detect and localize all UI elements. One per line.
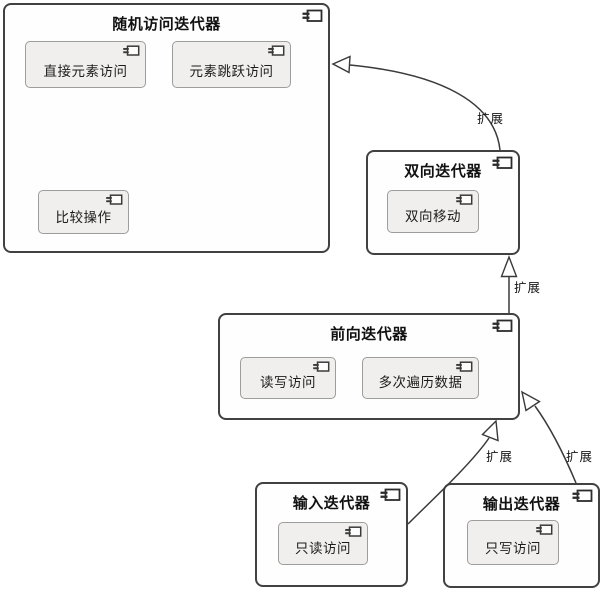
component-icon xyxy=(535,524,553,536)
subcomponent-label: 读写访问 xyxy=(260,375,316,391)
component-icon xyxy=(301,9,323,23)
subcomponent-label: 比较操作 xyxy=(55,210,112,226)
component-title: 前向迭代器 xyxy=(330,325,408,343)
edge-output-extends-forward xyxy=(520,390,577,484)
component-icon xyxy=(312,361,330,373)
edge-label-extends: 扩展 xyxy=(514,280,542,295)
component-title: 双向迭代器 xyxy=(404,162,482,180)
subcomponent-label: 直接元素访问 xyxy=(43,64,128,80)
component-title: 输入迭代器 xyxy=(292,494,371,512)
component-icon xyxy=(267,45,285,57)
component-title: 输出迭代器 xyxy=(482,495,561,513)
edge-label-extends: 扩展 xyxy=(486,449,514,464)
component-icon xyxy=(491,319,513,333)
component-icon xyxy=(491,156,513,170)
component-icon xyxy=(455,361,473,373)
component-output-iterator: 输出迭代器 只写访问 xyxy=(443,483,600,588)
subcomponent-label: 只读访问 xyxy=(295,541,351,557)
edge-label-extends: 扩展 xyxy=(566,449,594,464)
subcomponent-multi-pass-traverse: 多次遍历数据 xyxy=(362,357,479,399)
edge-forward-extends-bidirectional xyxy=(500,255,518,313)
component-input-iterator: 输入迭代器 只读访问 xyxy=(255,482,408,587)
subcomponent-label: 多次遍历数据 xyxy=(378,375,463,391)
component-icon xyxy=(122,45,140,57)
component-icon xyxy=(344,526,362,538)
subcomponent-label: 元素跳跃访问 xyxy=(189,64,274,80)
component-title: 随机访问迭代器 xyxy=(112,15,221,33)
subcomponent-read-only-access: 只读访问 xyxy=(278,522,368,565)
component-random-access-iterator: 随机访问迭代器 直接元素访问 元素跳跃访问 xyxy=(3,3,330,253)
component-icon xyxy=(379,488,401,502)
subcomponent-read-write-access: 读写访问 xyxy=(240,357,336,399)
component-icon xyxy=(571,489,593,503)
subcomponent-comparison-ops: 比较操作 xyxy=(38,190,129,234)
subcomponent-label: 只写访问 xyxy=(485,541,541,557)
component-bidirectional-iterator: 双向迭代器 双向移动 xyxy=(366,150,520,255)
subcomponent-label: 双向移动 xyxy=(405,209,461,225)
edge-bidirectional-extends-random-access xyxy=(331,55,501,151)
component-icon xyxy=(455,194,473,206)
subcomponent-bidirectional-move: 双向移动 xyxy=(387,190,479,233)
component-icon xyxy=(105,194,123,206)
edge-label-extends: 扩展 xyxy=(477,111,505,126)
subcomponent-write-only-access: 只写访问 xyxy=(467,520,559,565)
subcomponent-element-jump-access: 元素跳跃访问 xyxy=(172,41,291,88)
subcomponent-direct-element-access: 直接元素访问 xyxy=(25,41,146,88)
component-forward-iterator: 前向迭代器 读写访问 多次遍历数据 xyxy=(218,313,520,420)
